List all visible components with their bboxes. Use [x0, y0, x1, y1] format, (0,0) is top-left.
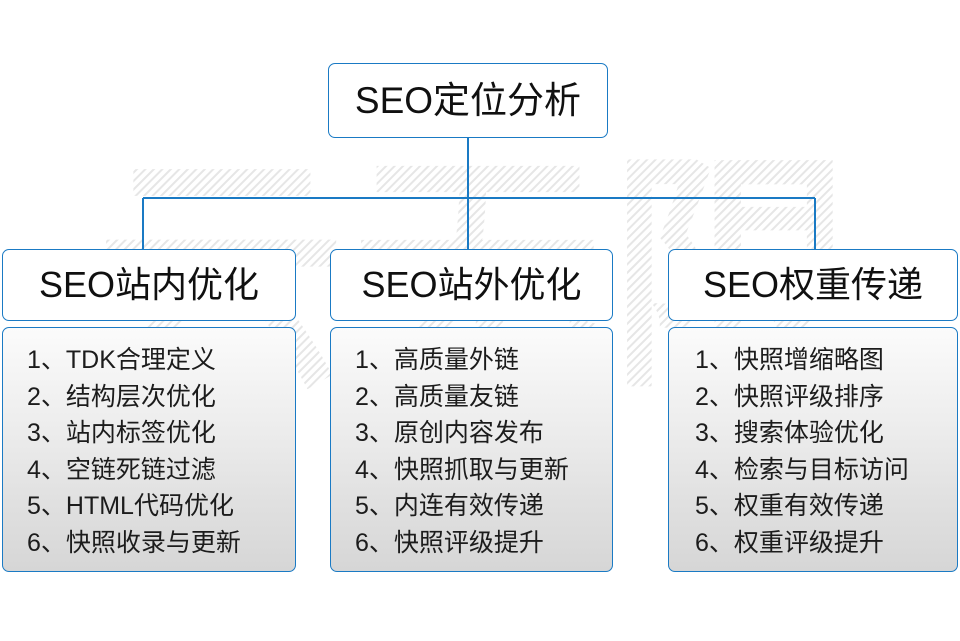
- list-item: 5、HTML代码优化: [27, 492, 234, 520]
- branch-header-label: SEO站外优化: [361, 264, 582, 305]
- root-node-label: SEO定位分析: [354, 80, 582, 121]
- list-item: 5、内连有效传递: [355, 492, 544, 520]
- list-item: 5、权重有效传递: [695, 492, 884, 520]
- list-item: 3、原创内容发布: [355, 419, 544, 447]
- list-item: 6、权重评级提升: [695, 528, 884, 557]
- list-item: 2、结构层次优化: [27, 382, 216, 411]
- branch-header-seo-offsite[interactable]: SEO站外优化: [330, 249, 613, 321]
- branch-seo-weight: SEO权重传递 1、快照增缩略图 2、快照评级排序 3、搜索体验优化 4、检索与…: [668, 249, 958, 572]
- branch-seo-offsite: SEO站外优化 1、高质量外链 2、高质量友链 3、原创内容发布 4、快照抓取与…: [330, 249, 613, 572]
- list-item: 3、站内标签优化: [27, 419, 216, 447]
- list-item: 4、空链死链过滤: [27, 455, 216, 484]
- list-item: 6、快照评级提升: [355, 528, 544, 557]
- branch-header-label: SEO权重传递: [702, 264, 924, 305]
- branch-list-seo-offsite: 1、高质量外链 2、高质量友链 3、原创内容发布 4、快照抓取与更新 5、内连有…: [330, 327, 613, 572]
- list-item: 1、快照增缩略图: [695, 346, 884, 374]
- list-item: 2、高质量友链: [355, 382, 519, 411]
- branch-header-seo-weight[interactable]: SEO权重传递: [668, 249, 958, 321]
- list-item: 3、搜索体验优化: [695, 419, 884, 447]
- branch-list-seo-weight: 1、快照增缩略图 2、快照评级排序 3、搜索体验优化 4、检索与目标访问 5、权…: [668, 327, 958, 572]
- root-node[interactable]: SEO定位分析: [328, 63, 608, 138]
- list-item: 4、检索与目标访问: [695, 455, 909, 484]
- list-item: 4、快照抓取与更新: [355, 455, 569, 484]
- list-item: 1、高质量外链: [355, 346, 519, 374]
- branch-seo-onsite: SEO站内优化 1、TDK合理定义 2、结构层次优化 3、站内标签优化 4、空链…: [2, 249, 296, 572]
- branch-header-seo-onsite[interactable]: SEO站内优化: [2, 249, 296, 321]
- branch-list-seo-onsite: 1、TDK合理定义 2、结构层次优化 3、站内标签优化 4、空链死链过滤 5、H…: [2, 327, 296, 572]
- list-item: 6、快照收录与更新: [27, 528, 241, 557]
- list-item: 2、快照评级排序: [695, 382, 884, 411]
- branch-header-label: SEO站内优化: [38, 264, 260, 305]
- list-item: 1、TDK合理定义: [27, 346, 216, 374]
